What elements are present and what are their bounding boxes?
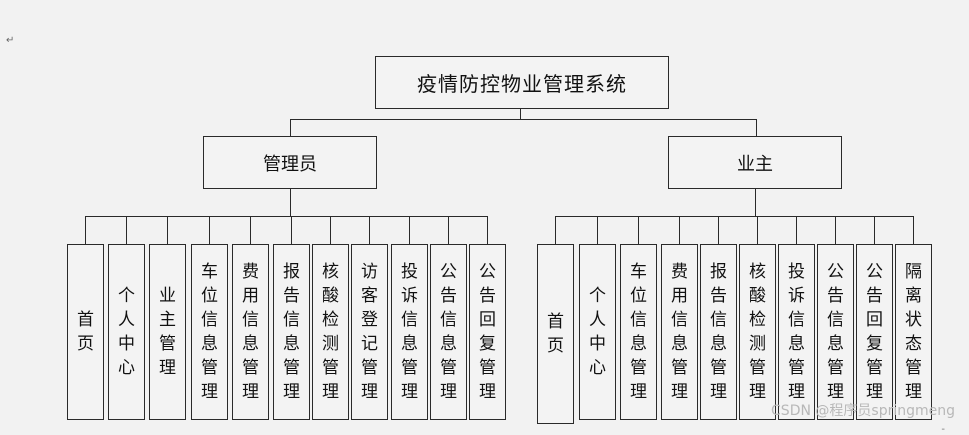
admin-leaf-stem	[209, 216, 211, 244]
owner-leaf-stem	[597, 216, 599, 244]
admin-label: 管理员	[263, 153, 317, 175]
admin-leaf-stem	[330, 216, 332, 244]
owner-leaf-stem	[913, 216, 915, 244]
root-node: 疫情防控物业管理系统	[375, 56, 669, 109]
owner-profile-item: 个 人 中 心	[579, 244, 616, 420]
owner-label: 业主	[737, 153, 773, 175]
owner-leaf-stem	[555, 216, 557, 244]
admin-trunk	[290, 189, 292, 216]
owner-leaf-stem	[718, 216, 720, 244]
admin-visitor-registration-item: 访 客 登 记 管 理	[351, 244, 388, 420]
owner-report-management-item: 报 告 信 息 管 理	[700, 244, 737, 420]
owner-node: 业主	[668, 136, 842, 189]
admin-leaf-stem	[126, 216, 128, 244]
owner-nucleic-test-item: 核 酸 检 测 管 理	[739, 244, 776, 420]
admin-announcement-management-item: 公 告 信 息 管 理	[430, 244, 467, 420]
owner-complaint-management-item: 投 诉 信 息 管 理	[778, 244, 815, 420]
owner-fee-management-item: 费 用 信 息 管 理	[661, 244, 698, 420]
owner-leaf-stem	[796, 216, 798, 244]
paragraph-mark: ↵	[6, 35, 15, 46]
owner-leaf-connector	[555, 216, 914, 218]
owner-isolation-status-item: 隔 离 状 态 管 理	[895, 244, 932, 420]
owner-announcement-reply-item: 公 告 回 复 管 理	[856, 244, 893, 420]
owner-parking-management-item: 车 位 信 息 管 理	[620, 244, 657, 420]
group-connector	[290, 119, 757, 121]
admin-owner-management-item: 业 主 管 理	[149, 244, 186, 420]
admin-leaf-stem	[85, 216, 87, 244]
owner-home-item: 首 页	[537, 244, 574, 424]
owner-connector	[756, 119, 758, 136]
admin-leaf-stem	[448, 216, 450, 244]
admin-node: 管理员	[203, 136, 377, 189]
admin-complaint-management-item: 投 诉 信 息 管 理	[391, 244, 428, 420]
owner-announcement-management-item: 公 告 信 息 管 理	[817, 244, 854, 420]
admin-leaf-connector	[85, 216, 488, 218]
admin-leaf-stem	[409, 216, 411, 244]
admin-connector	[290, 119, 292, 136]
admin-leaf-stem	[250, 216, 252, 244]
admin-leaf-stem	[167, 216, 169, 244]
owner-trunk	[755, 189, 757, 216]
owner-leaf-stem	[757, 216, 759, 244]
admin-profile-item: 个 人 中 心	[108, 244, 145, 420]
admin-fee-management-item: 费 用 信 息 管 理	[232, 244, 269, 420]
admin-parking-management-item: 车 位 信 息 管 理	[191, 244, 228, 420]
owner-leaf-stem	[638, 216, 640, 244]
owner-leaf-stem	[679, 216, 681, 244]
admin-home-item: 首 页	[67, 244, 104, 420]
root-label: 疫情防控物业管理系统	[417, 72, 627, 96]
root-connector	[520, 109, 522, 120]
admin-leaf-stem	[291, 216, 293, 244]
admin-leaf-stem	[487, 216, 489, 244]
watermark: CSDN @程序员springmeng	[771, 403, 955, 419]
admin-report-management-item: 报 告 信 息 管 理	[273, 244, 310, 420]
admin-announcement-reply-item: 公 告 回 复 管 理	[469, 244, 506, 420]
admin-leaf-stem	[369, 216, 371, 244]
owner-leaf-stem	[835, 216, 837, 244]
owner-leaf-stem	[874, 216, 876, 244]
admin-nucleic-test-item: 核 酸 检 测 管 理	[312, 244, 349, 420]
